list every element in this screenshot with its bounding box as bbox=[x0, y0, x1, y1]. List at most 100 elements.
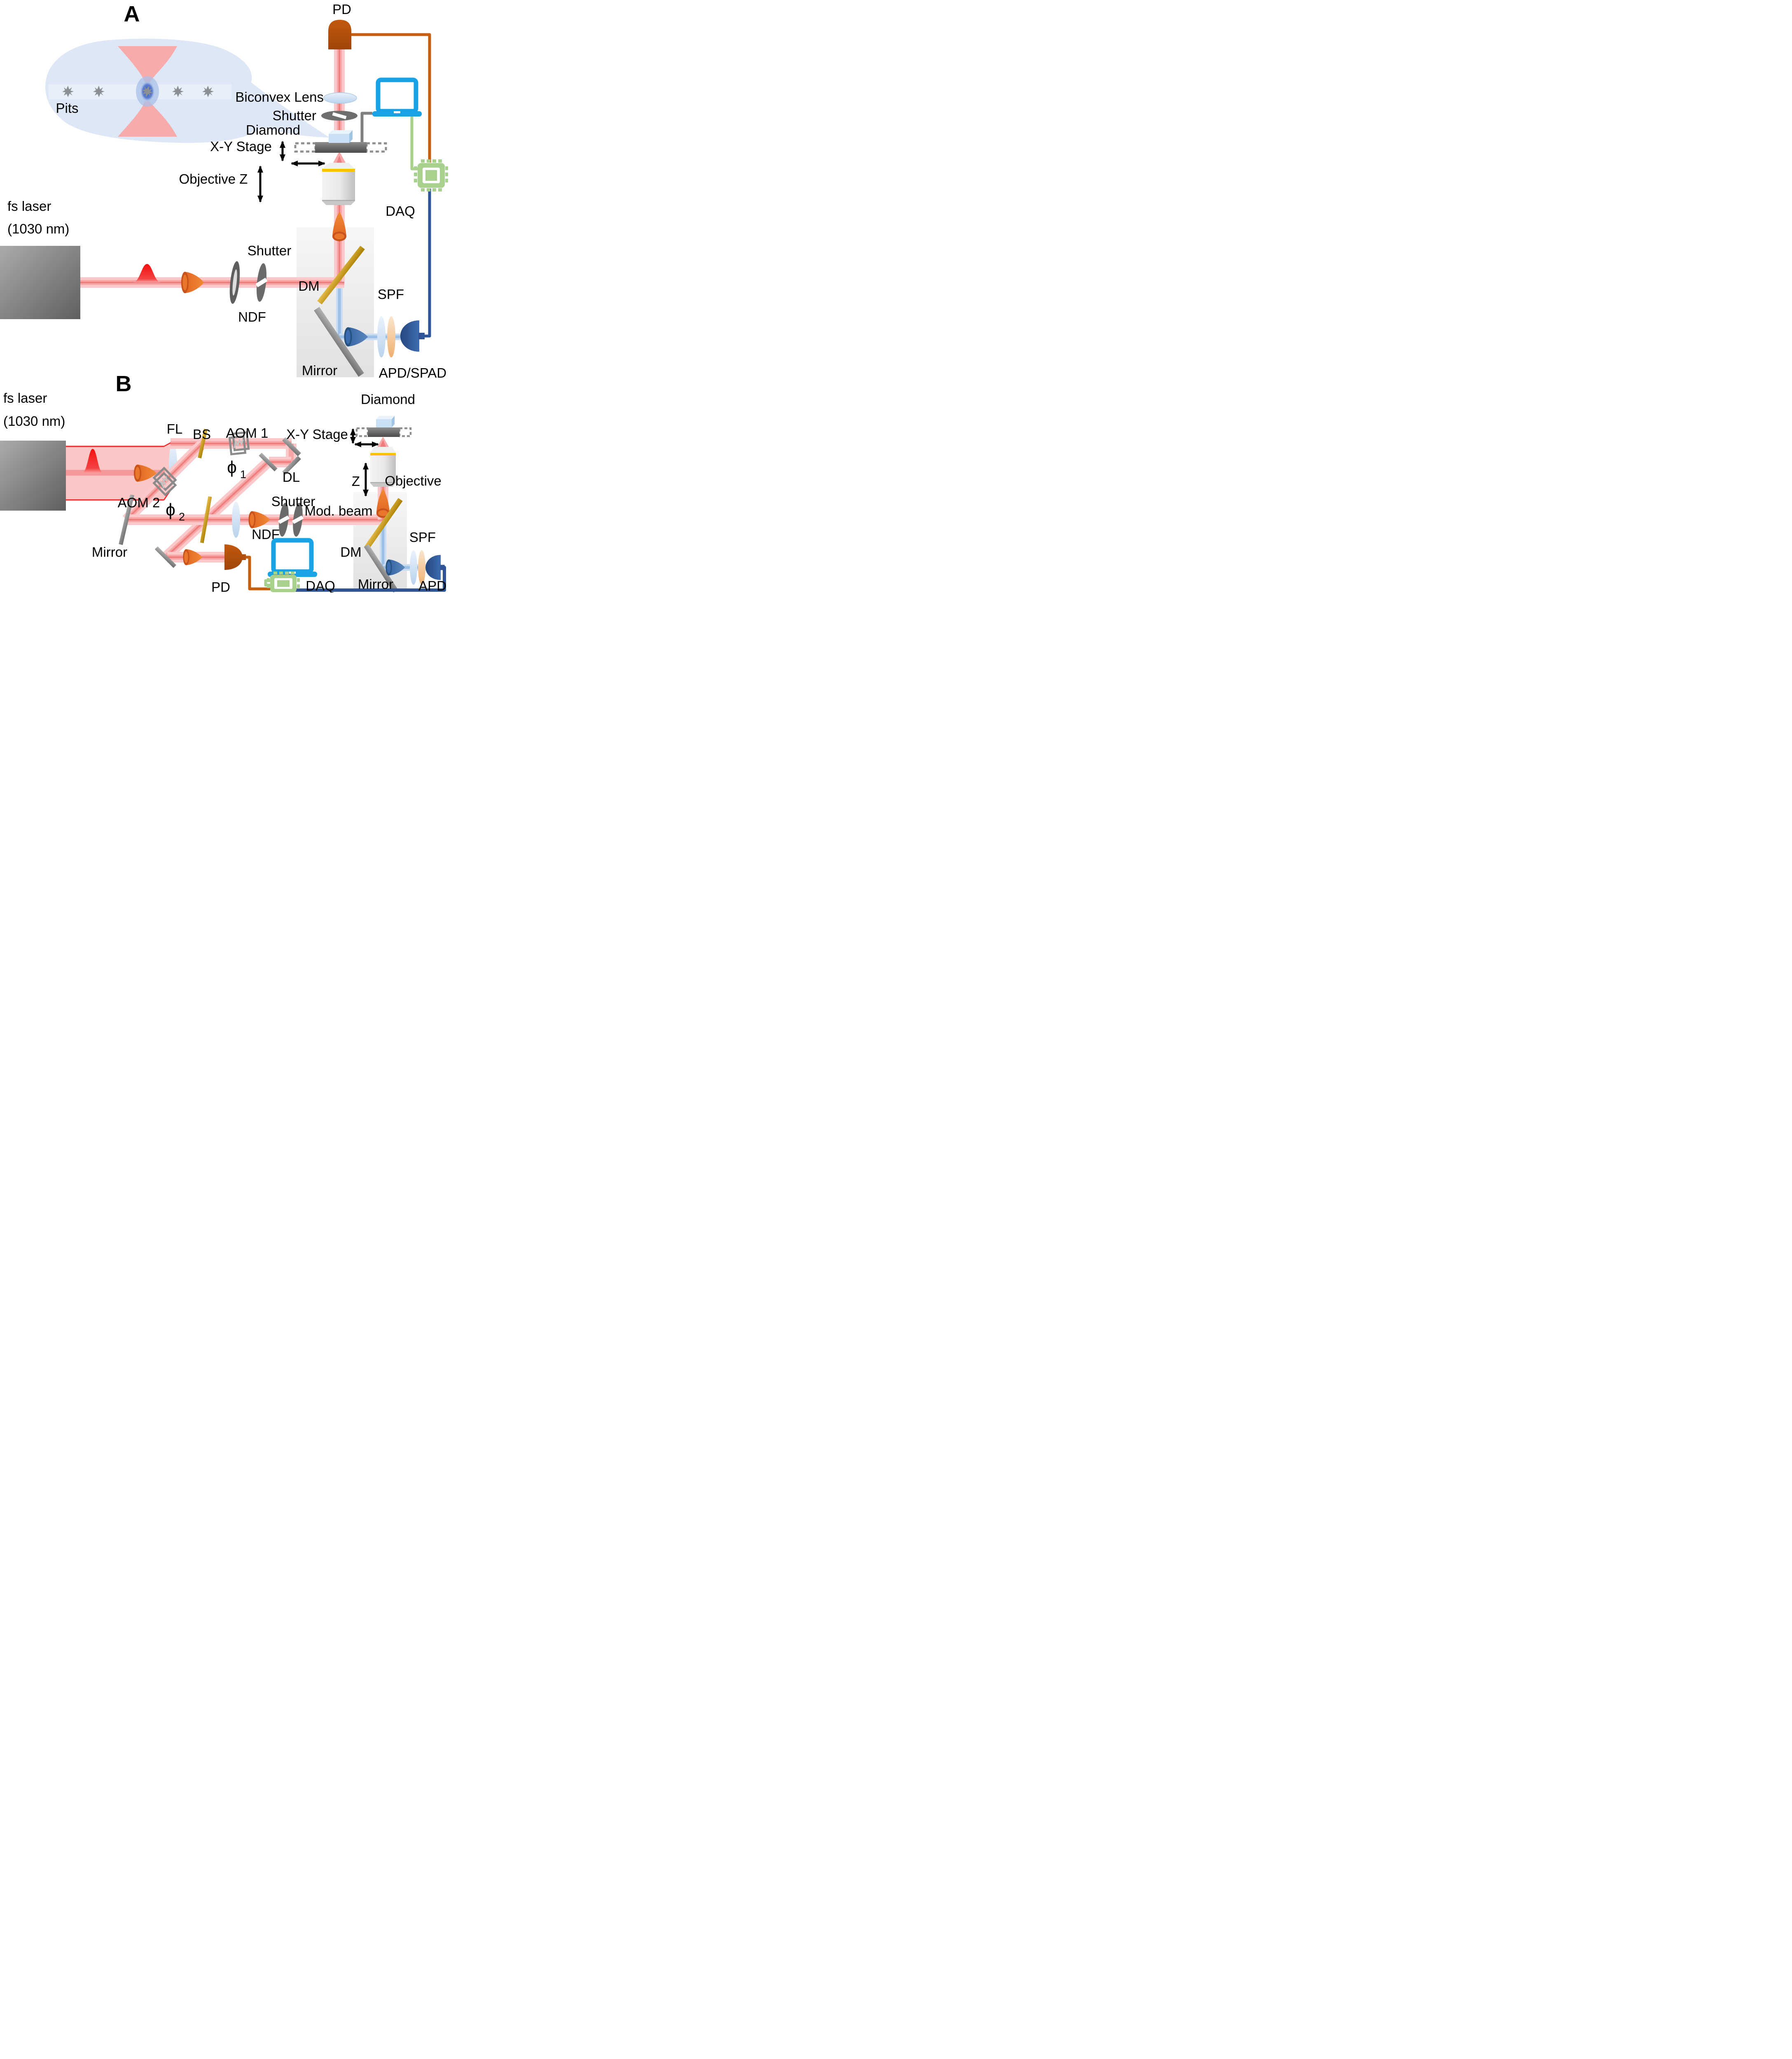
objective-b-band bbox=[370, 453, 396, 455]
mirror bbox=[314, 307, 364, 377]
fs-laser-b-label-1: fs laser bbox=[3, 390, 47, 406]
xy-stage-b bbox=[355, 427, 412, 437]
pulse-cone-a bbox=[181, 272, 204, 293]
ndf-b-label: NDF bbox=[252, 527, 280, 542]
stage-bar bbox=[315, 142, 367, 153]
mod-beam-label: Mod. beam bbox=[304, 503, 372, 518]
fs-laser-label-2: (1030 nm) bbox=[7, 221, 69, 236]
apd-daq-wire bbox=[425, 189, 431, 338]
stage-laptop-wire bbox=[360, 112, 372, 145]
shutter-b-label: Shutter bbox=[271, 494, 315, 509]
diagram-canvas: A PD Biconvex Lens Shutter Diamond X-Y S… bbox=[0, 2, 448, 593]
combiner-beamsplitter bbox=[200, 496, 212, 543]
apd-detector bbox=[400, 320, 425, 352]
pd-daq-wire bbox=[351, 33, 431, 163]
pd-detector-b bbox=[224, 544, 246, 570]
objective-b-label: Objective bbox=[385, 473, 442, 488]
aom2-label: AOM 2 bbox=[118, 495, 160, 510]
aom1-label: AOM 1 bbox=[226, 425, 269, 441]
mirror-box-b-label: Mirror bbox=[358, 577, 393, 592]
shutter-top-label: Shutter bbox=[273, 108, 316, 123]
spf-lens-peach-b bbox=[418, 550, 425, 585]
ndf-label: NDF bbox=[238, 309, 266, 324]
pd-b-label: PD bbox=[211, 579, 230, 593]
apd-b-label: APD bbox=[418, 578, 446, 593]
diamond-sample-b bbox=[376, 416, 395, 427]
phi1-symbol: ϕ bbox=[227, 458, 237, 477]
mirror-box-b bbox=[364, 544, 398, 593]
phi1-subscript: 1 bbox=[240, 468, 246, 481]
xy-stage bbox=[294, 142, 387, 153]
fs-laser-box bbox=[0, 246, 80, 319]
delay-line-mirror-top bbox=[282, 437, 301, 456]
apd-spad-label: APD/SPAD bbox=[379, 365, 446, 381]
pulse-cone-pd bbox=[183, 549, 203, 565]
spf-lens-blue-b bbox=[410, 550, 417, 585]
focus-hourglass bbox=[118, 46, 177, 137]
z-label: Z bbox=[352, 474, 360, 489]
stage-dashed-left bbox=[294, 142, 317, 153]
panel-a-label: A bbox=[124, 2, 140, 26]
fs-laser-b-label-2: (1030 nm) bbox=[3, 413, 65, 429]
diamond-b-label: Diamond bbox=[361, 392, 415, 407]
biconvex-lens bbox=[323, 92, 357, 104]
daq-b-label: DAQ bbox=[306, 578, 335, 593]
dm-b-label: DM bbox=[340, 544, 361, 560]
laptop bbox=[372, 80, 422, 117]
phi2-symbol: ϕ bbox=[166, 500, 175, 519]
daq-label: DAQ bbox=[386, 203, 415, 219]
phi2-subscript: 2 bbox=[179, 511, 185, 523]
objective-band bbox=[322, 169, 355, 172]
mirror-left-label: Mirror bbox=[92, 544, 127, 560]
daq-chip-b bbox=[267, 572, 300, 592]
fs-laser-box-b bbox=[0, 441, 66, 511]
pd-mirror bbox=[154, 546, 177, 568]
dichroic-mirror-b bbox=[364, 498, 403, 550]
spf-b-label: SPF bbox=[409, 530, 436, 545]
ndf-lens-b bbox=[232, 502, 240, 538]
laptop-b bbox=[268, 540, 317, 577]
focus-cone-core bbox=[336, 156, 342, 163]
shutter-mid-label: Shutter bbox=[248, 243, 291, 258]
panel-b-label: B bbox=[116, 371, 132, 396]
objective-b bbox=[370, 447, 396, 487]
biconvex-lens-label: Biconvex Lens bbox=[235, 89, 324, 105]
mirror-label: Mirror bbox=[302, 363, 337, 378]
pd-detector bbox=[328, 20, 351, 49]
objective-z-label: Objective Z bbox=[179, 171, 248, 187]
apd-detector-b bbox=[425, 555, 445, 580]
stage-dashed-right bbox=[365, 142, 387, 153]
dichroic-mirror bbox=[317, 245, 365, 305]
laser-pulse-b bbox=[82, 449, 104, 473]
figure-optical-setup: A PD Biconvex Lens Shutter Diamond X-Y S… bbox=[0, 0, 448, 593]
shutter-top bbox=[321, 111, 357, 121]
daq-chip bbox=[414, 159, 448, 191]
laptop-daq-wire bbox=[410, 117, 418, 170]
pits-callout-balloon bbox=[45, 38, 330, 143]
stage-b-dashed-left bbox=[355, 427, 369, 437]
objective bbox=[322, 163, 355, 205]
fs-laser-label-1: fs laser bbox=[7, 198, 51, 214]
pickoff-mirror bbox=[259, 453, 278, 472]
spf-label: SPF bbox=[378, 287, 404, 302]
pits-label: Pits bbox=[56, 100, 78, 116]
xy-stage-b-label: X-Y Stage bbox=[286, 427, 348, 442]
bs-label: BS bbox=[193, 427, 211, 442]
spf-lens-blue bbox=[377, 316, 386, 357]
dm-label: DM bbox=[298, 278, 319, 294]
xy-stage-label: X-Y Stage bbox=[210, 139, 272, 154]
focus-cone-b-core bbox=[380, 440, 386, 447]
stage-b-bar bbox=[368, 427, 400, 437]
fl-label: FL bbox=[167, 421, 183, 437]
pd-label: PD bbox=[332, 2, 351, 17]
beamsplitter bbox=[198, 428, 208, 459]
spf-lens-peach bbox=[387, 316, 395, 357]
diamond-sample bbox=[329, 130, 353, 143]
laser-pulse-a bbox=[133, 264, 161, 282]
mirror-left bbox=[119, 494, 134, 545]
dl-label: DL bbox=[283, 469, 300, 485]
stage-b-dashed-right bbox=[398, 427, 412, 437]
diamond-label: Diamond bbox=[246, 122, 300, 138]
pulse-cone-mod-beam bbox=[248, 511, 270, 528]
delay-line-mirror-bottom bbox=[282, 456, 301, 475]
